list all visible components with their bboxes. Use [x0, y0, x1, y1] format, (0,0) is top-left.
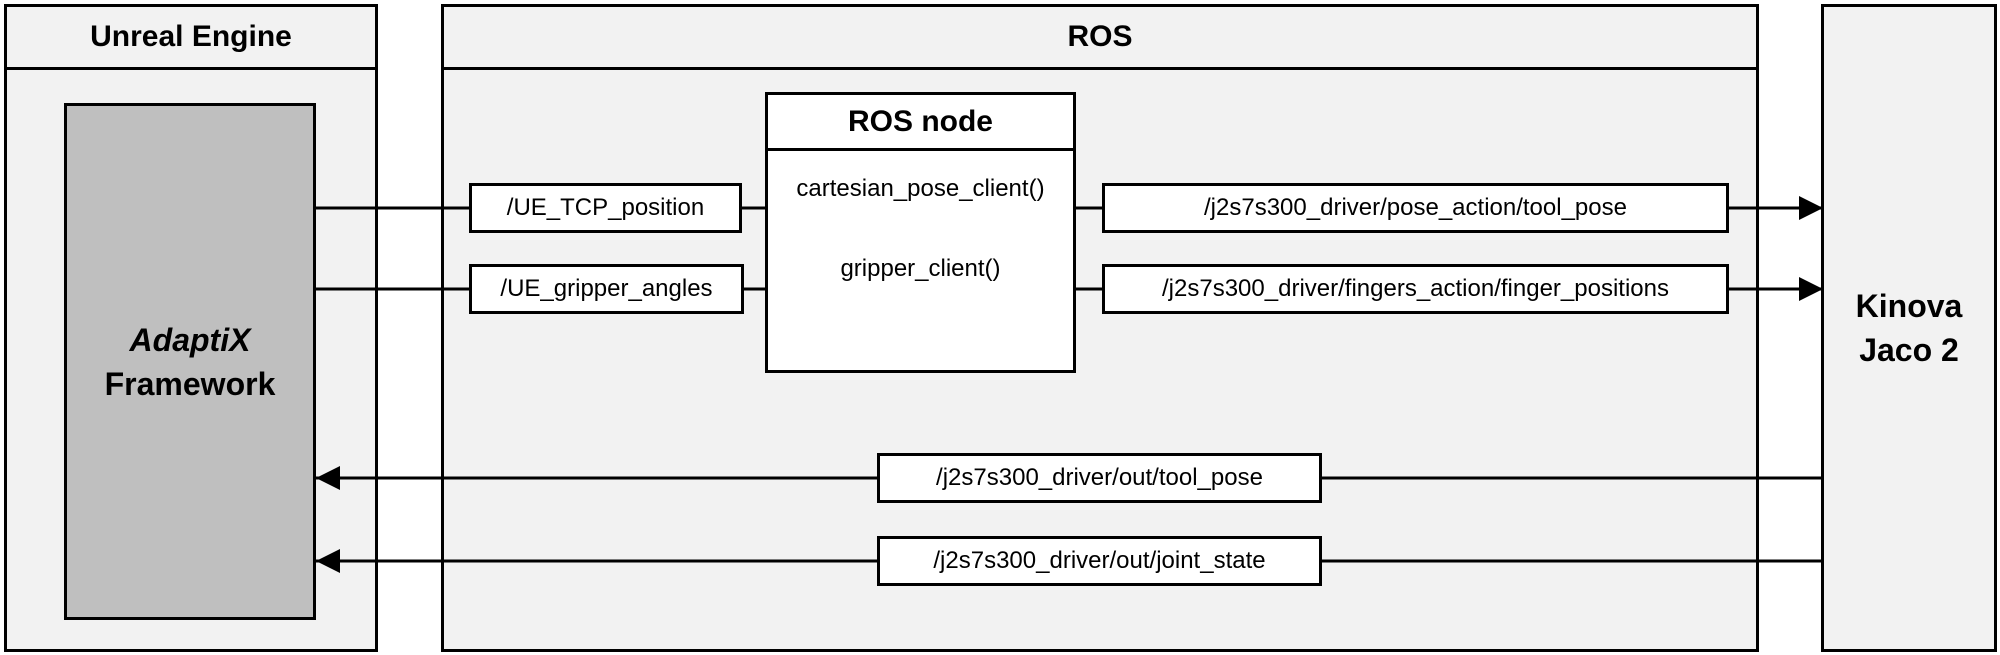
ros-title: ROS — [444, 7, 1756, 70]
cartesian-pose-client-label: cartesian_pose_client() — [796, 175, 1045, 202]
gripper-client-label: gripper_client() — [840, 255, 1001, 282]
framework-name: AdaptiX — [129, 321, 251, 358]
topic-ue-gripper-angles: /UE_gripper_angles — [469, 264, 744, 314]
kinova-jaco-label: Kinova Jaco 2 — [1824, 4, 1994, 652]
topic-ue-tcp-position: /UE_TCP_position — [469, 183, 742, 233]
unreal-engine-title: Unreal Engine — [7, 7, 375, 70]
framework-label: Framework — [104, 365, 276, 402]
adaptix-framework-box: AdaptiX Framework — [64, 103, 316, 620]
topic-out-tool-pose: /j2s7s300_driver/out/tool_pose — [877, 453, 1322, 503]
topic-pose-action-tool-pose: /j2s7s300_driver/pose_action/tool_pose — [1102, 183, 1729, 233]
topic-out-joint-state: /j2s7s300_driver/out/joint_state — [877, 536, 1322, 586]
robot-line1: Kinova — [1855, 288, 1963, 324]
ros-node-box: ROS node cartesian_pose_client() gripper… — [765, 92, 1076, 373]
kinova-panel — [1821, 4, 1997, 652]
robot-line2: Jaco 2 — [1859, 332, 1959, 368]
topic-fingers-action-finger-positions: /j2s7s300_driver/fingers_action/finger_p… — [1102, 264, 1729, 314]
ros-node-title: ROS node — [768, 95, 1073, 151]
